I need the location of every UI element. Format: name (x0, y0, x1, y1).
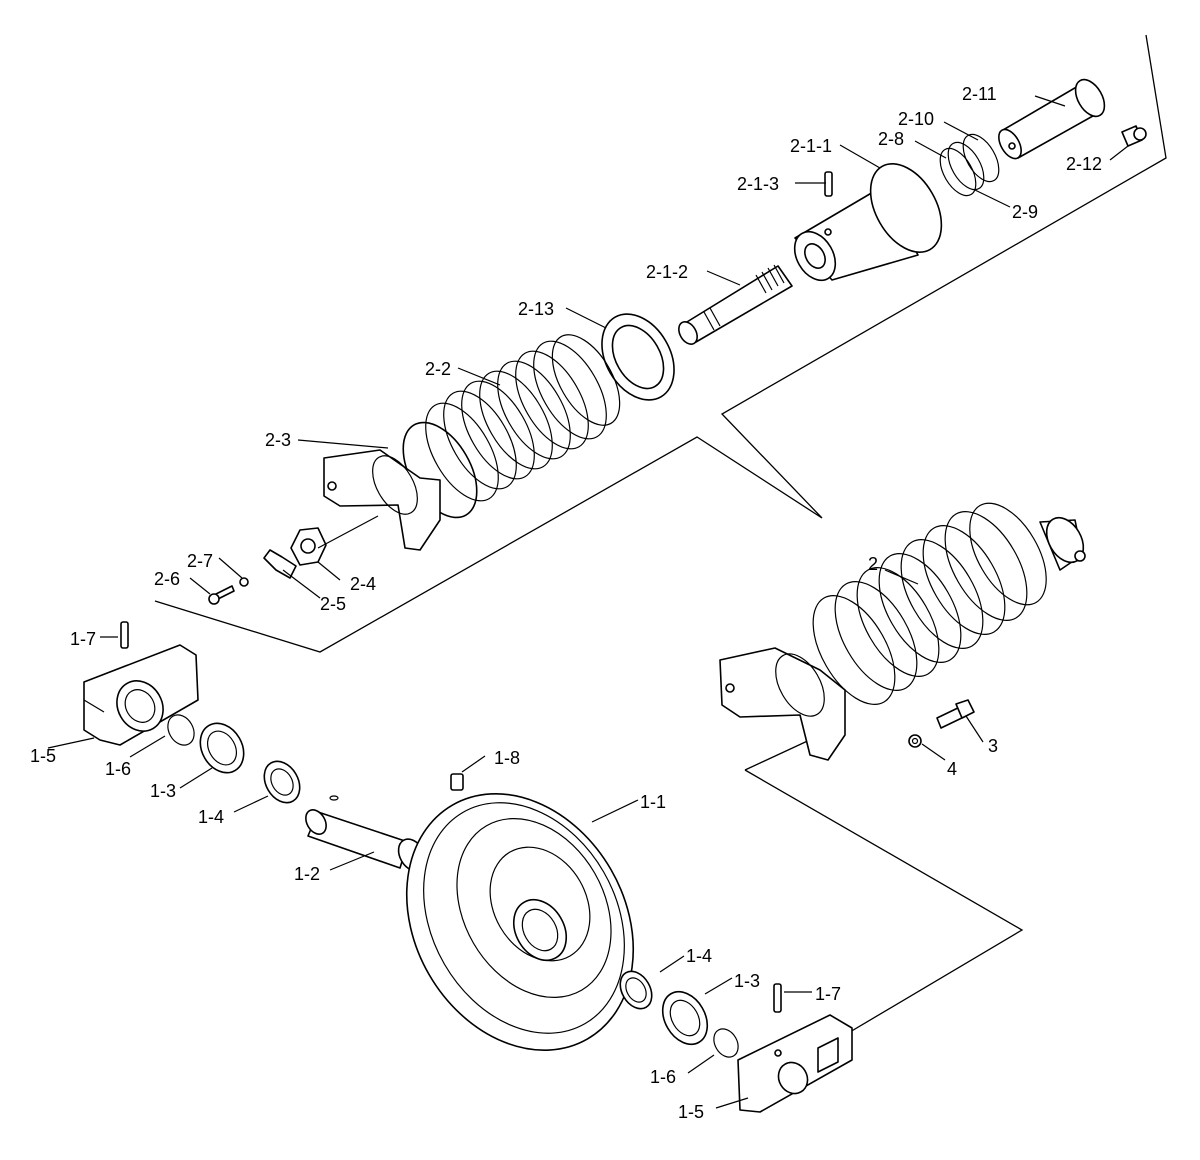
label-1-4-left: 1-4 (198, 807, 224, 827)
label-2-5: 2-5 (320, 594, 346, 614)
label-4: 4 (947, 759, 957, 779)
label-2-10: 2-10 (898, 109, 934, 129)
ring-2-10 (962, 133, 1000, 183)
label-2-8: 2-8 (878, 129, 904, 149)
label-1-3-right: 1-3 (734, 971, 760, 991)
leader-lines (47, 95, 1129, 1109)
nut-2-4 (290, 527, 327, 566)
label-1-4-right: 1-4 (686, 946, 712, 966)
tension-spring-assembly-2 (719, 502, 1086, 761)
label-2-4: 2-4 (350, 574, 376, 594)
bracket-2-3 (323, 449, 441, 551)
bolt-2-12 (1121, 125, 1147, 147)
label-1-8: 1-8 (494, 748, 520, 768)
pin-1-7-left (120, 621, 129, 649)
label-1-5-left: 1-5 (30, 746, 56, 766)
label-1-3-left: 1-3 (150, 781, 176, 801)
seal-1-3-left (199, 722, 245, 774)
o-ring-2-8 (939, 147, 977, 197)
washer-4 (908, 734, 922, 748)
label-2-11: 2-11 (962, 84, 997, 104)
bolt-3 (936, 699, 975, 729)
label-2-1-3: 2-1-3 (737, 174, 779, 194)
pin-2-11 (998, 78, 1106, 160)
bushing-1-4-left (263, 760, 301, 804)
label-2-7: 2-7 (187, 551, 213, 571)
ring-2-9 (947, 141, 985, 191)
piston-2-1-1 (793, 163, 943, 282)
rod-2-1-2 (678, 264, 793, 345)
label-3: 3 (988, 736, 998, 756)
idler-wheel-1-1 (405, 793, 635, 1051)
label-2-6: 2-6 (154, 569, 180, 589)
seal-1-3-right (661, 990, 709, 1046)
bolt-2-6 (208, 585, 235, 605)
washer-2-7 (239, 577, 249, 587)
part-labels: 2-11 2-10 2-8 2-1-1 2-1-3 2-12 2-9 2-1-2… (30, 84, 1102, 1122)
label-1-6-left: 1-6 (105, 759, 131, 779)
lower-callout-frame (744, 724, 1024, 1046)
bearing-block-1-5-left (83, 644, 199, 746)
label-2-12: 2-12 (1066, 154, 1102, 174)
pin-1-7-right (773, 983, 782, 1013)
upper-callout-frame (154, 34, 1167, 653)
label-2-2: 2-2 (425, 359, 451, 379)
label-2-1-2: 2-1-2 (646, 262, 688, 282)
label-1-7-left: 1-7 (70, 629, 96, 649)
bushing-1-4-right (619, 970, 653, 1010)
o-ring-1-6-left (167, 714, 195, 746)
shaft-1-2 (305, 795, 427, 872)
plate-2-5 (263, 549, 297, 579)
label-2-3: 2-3 (265, 430, 291, 450)
label-1-5-right: 1-5 (678, 1102, 704, 1122)
label-2-1-1: 2-1-1 (790, 136, 832, 156)
label-1-1: 1-1 (640, 792, 666, 812)
label-2-13: 2-13 (518, 299, 554, 319)
bearing-block-1-5-right (737, 1014, 853, 1113)
label-1-2: 1-2 (294, 864, 320, 884)
label-1-7-right: 1-7 (815, 984, 841, 1004)
label-2-9: 2-9 (1012, 202, 1038, 222)
label-1-6-right: 1-6 (650, 1067, 676, 1087)
ring-2-13 (601, 313, 675, 401)
pin-2-1-3 (824, 171, 833, 197)
plug-1-8 (450, 773, 464, 791)
label-2: 2 (868, 554, 878, 574)
o-ring-1-6-right (713, 1028, 739, 1058)
